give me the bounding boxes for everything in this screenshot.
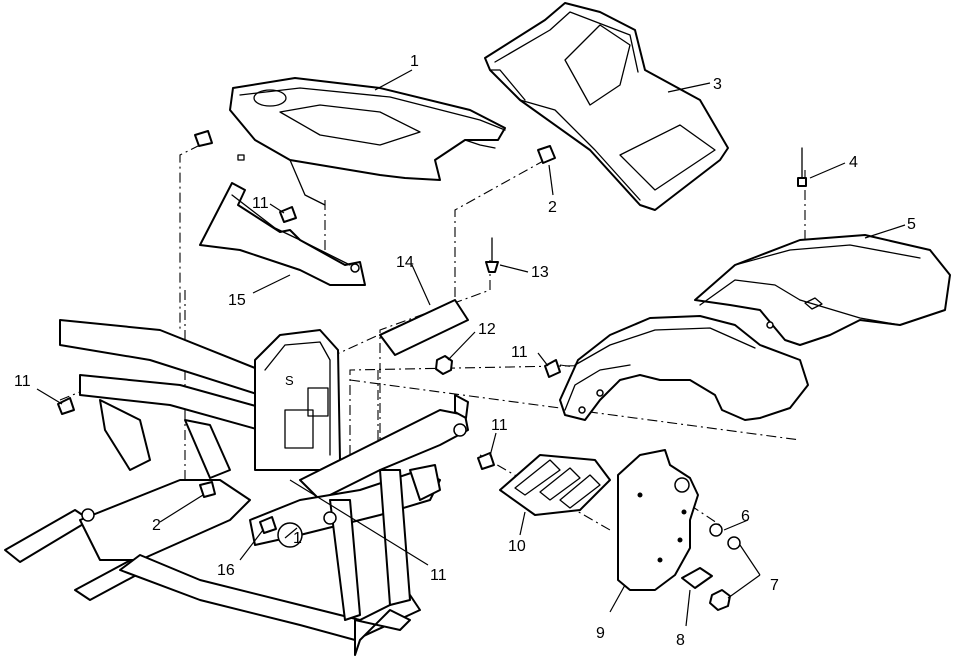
leader-lines bbox=[36, 69, 906, 627]
shroud-bracket-part-15 bbox=[199, 182, 366, 286]
callout-2-upper: 2 bbox=[548, 199, 557, 216]
callout-8: 8 bbox=[676, 632, 685, 649]
callout-14: 14 bbox=[396, 254, 414, 271]
callout-1-frame: 1 bbox=[293, 530, 302, 547]
callout-12: 12 bbox=[478, 321, 496, 338]
chassis-frame: S bbox=[4, 319, 469, 656]
callout-4: 4 bbox=[849, 154, 858, 171]
callout-2-lower: 2 bbox=[152, 517, 161, 534]
svg-text:S: S bbox=[285, 373, 294, 388]
callout-7: 7 bbox=[770, 577, 779, 594]
callout-11-footrest-screw: 11 bbox=[491, 417, 508, 434]
callout-1-hood: 1 bbox=[410, 53, 419, 70]
side-fender bbox=[559, 315, 809, 421]
plate-part-14 bbox=[379, 299, 469, 356]
callout-5: 5 bbox=[907, 216, 916, 233]
callout-9: 9 bbox=[596, 625, 605, 642]
mud-flap-part-9 bbox=[617, 449, 699, 591]
callout-11-left-screw: 11 bbox=[14, 373, 31, 390]
front-hood-part-1 bbox=[229, 77, 506, 206]
callout-16: 16 bbox=[217, 562, 235, 579]
hardware bbox=[57, 130, 807, 611]
callout-3: 3 bbox=[713, 76, 722, 93]
rear-fender-part-5 bbox=[694, 234, 951, 346]
footrest-part-10 bbox=[499, 454, 611, 516]
callout-13: 13 bbox=[531, 264, 549, 281]
callout-10: 10 bbox=[508, 538, 526, 555]
callout-6: 6 bbox=[741, 508, 750, 525]
clip-icon bbox=[199, 481, 216, 498]
callout-labels: 1 1 2 2 3 4 5 6 7 8 9 10 11 11 11 11 11 … bbox=[14, 53, 916, 649]
rear-body-panel-part-3 bbox=[484, 2, 729, 211]
clip-icon bbox=[537, 145, 556, 164]
callout-11-frame-screw: 11 bbox=[430, 567, 447, 584]
callout-15: 15 bbox=[228, 292, 246, 309]
callout-11-hood-screw: 11 bbox=[252, 195, 269, 212]
callout-11-fender-screw: 11 bbox=[511, 344, 528, 361]
clip-icon bbox=[194, 130, 213, 147]
